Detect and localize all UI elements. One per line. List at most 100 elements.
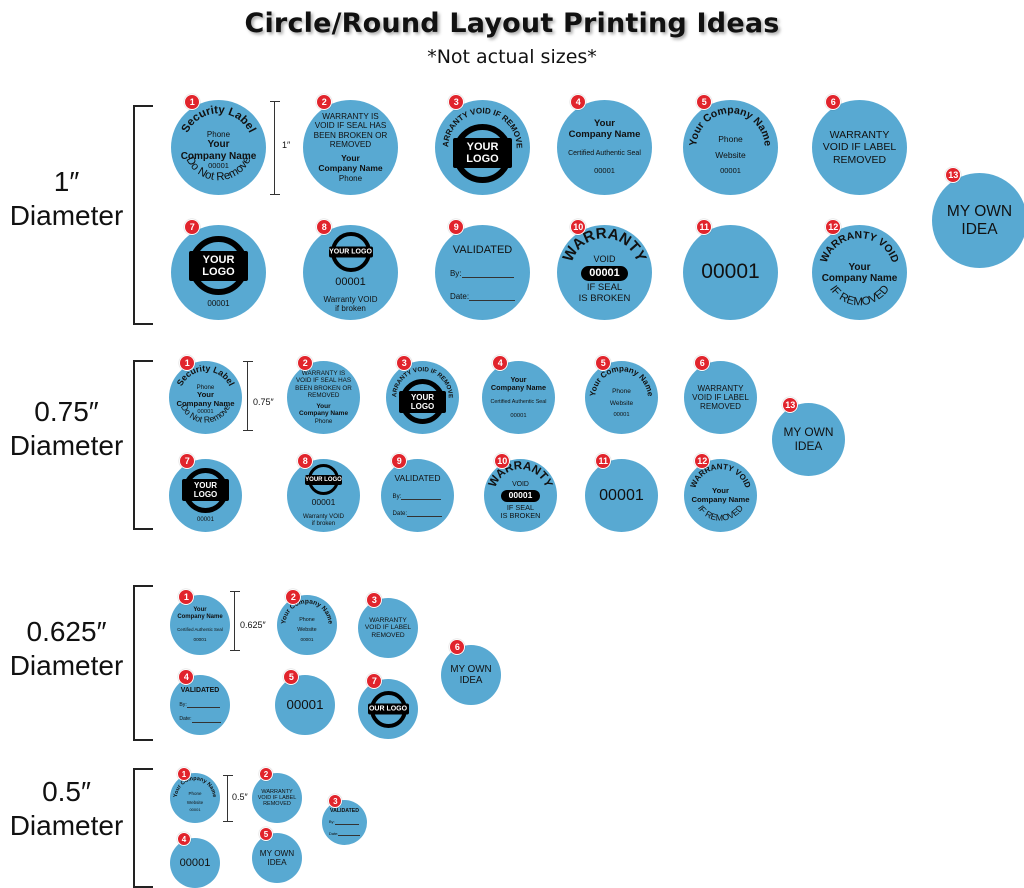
seal-design-5[interactable]: 00001 <box>275 675 335 735</box>
seal-text: Warranty VOID <box>302 512 345 520</box>
field-row: Date: <box>393 510 443 518</box>
seal-text: VOID <box>593 253 616 264</box>
seal-text: 00001 <box>594 166 615 176</box>
seal-text: Your <box>193 607 207 614</box>
design-number-badge: 2 <box>259 767 273 781</box>
design-number-badge: 1 <box>178 589 195 605</box>
seal-text: Company Name <box>691 495 750 505</box>
logo-text: YOUR LOGO <box>399 390 446 413</box>
seal-text: VOID IF LABEL <box>822 141 897 154</box>
seal-text: VOID <box>512 480 529 488</box>
seal-text: IS BROKEN <box>500 510 541 520</box>
seal-design-3[interactable]: YOUR LOGOWARRANTY VOID IF REMOVED <box>386 361 459 434</box>
design-number-badge: 10 <box>570 219 587 235</box>
seal-text: Phone <box>206 129 231 139</box>
design-number-badge: 3 <box>366 592 383 608</box>
seal-text: Phone <box>196 384 215 392</box>
group-bracket <box>133 360 153 530</box>
seal-text: REMOVED <box>832 153 887 166</box>
seal-text: 00001 <box>208 161 229 171</box>
seal-design-7[interactable]: OUR LOGO <box>358 679 418 739</box>
seal-bottom-arc-text: IF REMOVED <box>827 283 892 308</box>
logo-ring-icon: OUR LOGO <box>367 690 409 728</box>
arc-text-path: IF REMOVED <box>827 283 892 308</box>
seal-text: 00001 <box>311 497 336 508</box>
design-number-badge: 5 <box>259 827 273 841</box>
logo-text: YOUR LOGO <box>189 250 248 281</box>
design-number-badge: 6 <box>694 355 711 371</box>
seal-design-3[interactable]: YOUR LOGOWARRANTY VOID IF REMOVED <box>435 100 530 195</box>
svg-text:IF REMOVED: IF REMOVED <box>827 283 892 308</box>
design-number-badge: 3 <box>328 794 343 808</box>
dimension-marker <box>270 101 280 195</box>
dimension-marker <box>243 361 253 431</box>
seal-text: Your <box>510 374 527 384</box>
serial-pill: 00001 <box>581 266 628 281</box>
design-number-badge: 13 <box>782 397 799 413</box>
seal-design-11[interactable]: 00001 <box>683 225 778 320</box>
seal-text: MY OWN <box>259 848 295 858</box>
seal-text: if broken <box>311 519 336 527</box>
dimension-marker <box>230 591 240 651</box>
seal-content: 00001 <box>180 857 211 870</box>
design-number-badge: 2 <box>285 589 302 605</box>
serial-pill: 00001 <box>500 490 541 503</box>
seal-text: Company Name <box>568 129 641 141</box>
blank-field-line <box>407 516 443 518</box>
seal-design-11[interactable]: 00001 <box>585 459 658 532</box>
logo-ring-icon: YOUR LOGO <box>328 231 373 272</box>
seal-text: Warranty VOID <box>323 294 378 304</box>
svg-text:IF REMOVED: IF REMOVED <box>696 503 745 523</box>
seal-text: 00001 <box>701 260 760 284</box>
design-number-badge: 11 <box>595 453 612 469</box>
blank-field-line <box>334 824 360 825</box>
field-label: By: <box>392 492 402 500</box>
field-row: By: <box>179 702 220 709</box>
blank-field-line <box>186 707 220 709</box>
dimension-label: 0.5″ <box>232 792 248 802</box>
logo-text: YOUR LOGO <box>305 474 342 485</box>
seal-design-4[interactable]: 00001 <box>170 838 220 888</box>
seal-text: WARRANTY <box>829 129 890 142</box>
